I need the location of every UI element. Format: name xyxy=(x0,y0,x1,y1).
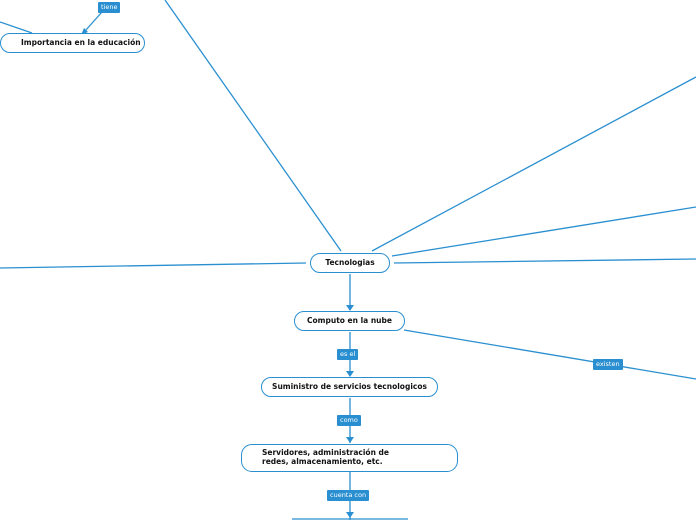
link-label-cuenta-con: cuenta con xyxy=(327,490,370,501)
node-label: Computo en la nube xyxy=(307,315,392,325)
edge-computo-existen xyxy=(403,329,696,380)
edge-tiene xyxy=(84,11,103,32)
edge-tecnologias-left xyxy=(0,262,307,269)
node-label: Servidores, administración de redes, alm… xyxy=(262,448,389,466)
node-label: Suministro de servicios tecnologicos xyxy=(272,381,427,391)
node-label: Importancia en la educación xyxy=(21,37,141,47)
edge-tecnologias-right-1 xyxy=(371,76,696,252)
node-servidores[interactable]: Servidores, administración de redes, alm… xyxy=(241,444,458,472)
arrow-head-bottom xyxy=(346,512,354,518)
arrow-head-servidores xyxy=(346,437,354,443)
link-label-existen: existen xyxy=(593,359,623,370)
link-label-tiene: tiene xyxy=(98,2,121,13)
link-label-es-el: es el xyxy=(337,349,359,360)
edge-tecnologias-right-3 xyxy=(393,258,696,264)
link-label-como: como xyxy=(337,415,361,426)
arrow-head-computo xyxy=(346,305,354,311)
edge-top-to-tecnologias xyxy=(164,0,342,252)
node-importancia-educacion[interactable]: Importancia en la educación xyxy=(0,33,145,53)
node-computo-nube[interactable]: Computo en la nube xyxy=(294,311,405,331)
arrow-head-suministro xyxy=(346,371,354,377)
node-tecnologias[interactable]: Tecnologias xyxy=(310,253,390,273)
edge-tecnologias-right-2 xyxy=(391,206,696,257)
node-suministro-servicios[interactable]: Suministro de servicios tecnologicos xyxy=(261,377,438,397)
node-label: Tecnologias xyxy=(325,257,375,267)
edge-offscreen-left-top xyxy=(0,21,33,34)
